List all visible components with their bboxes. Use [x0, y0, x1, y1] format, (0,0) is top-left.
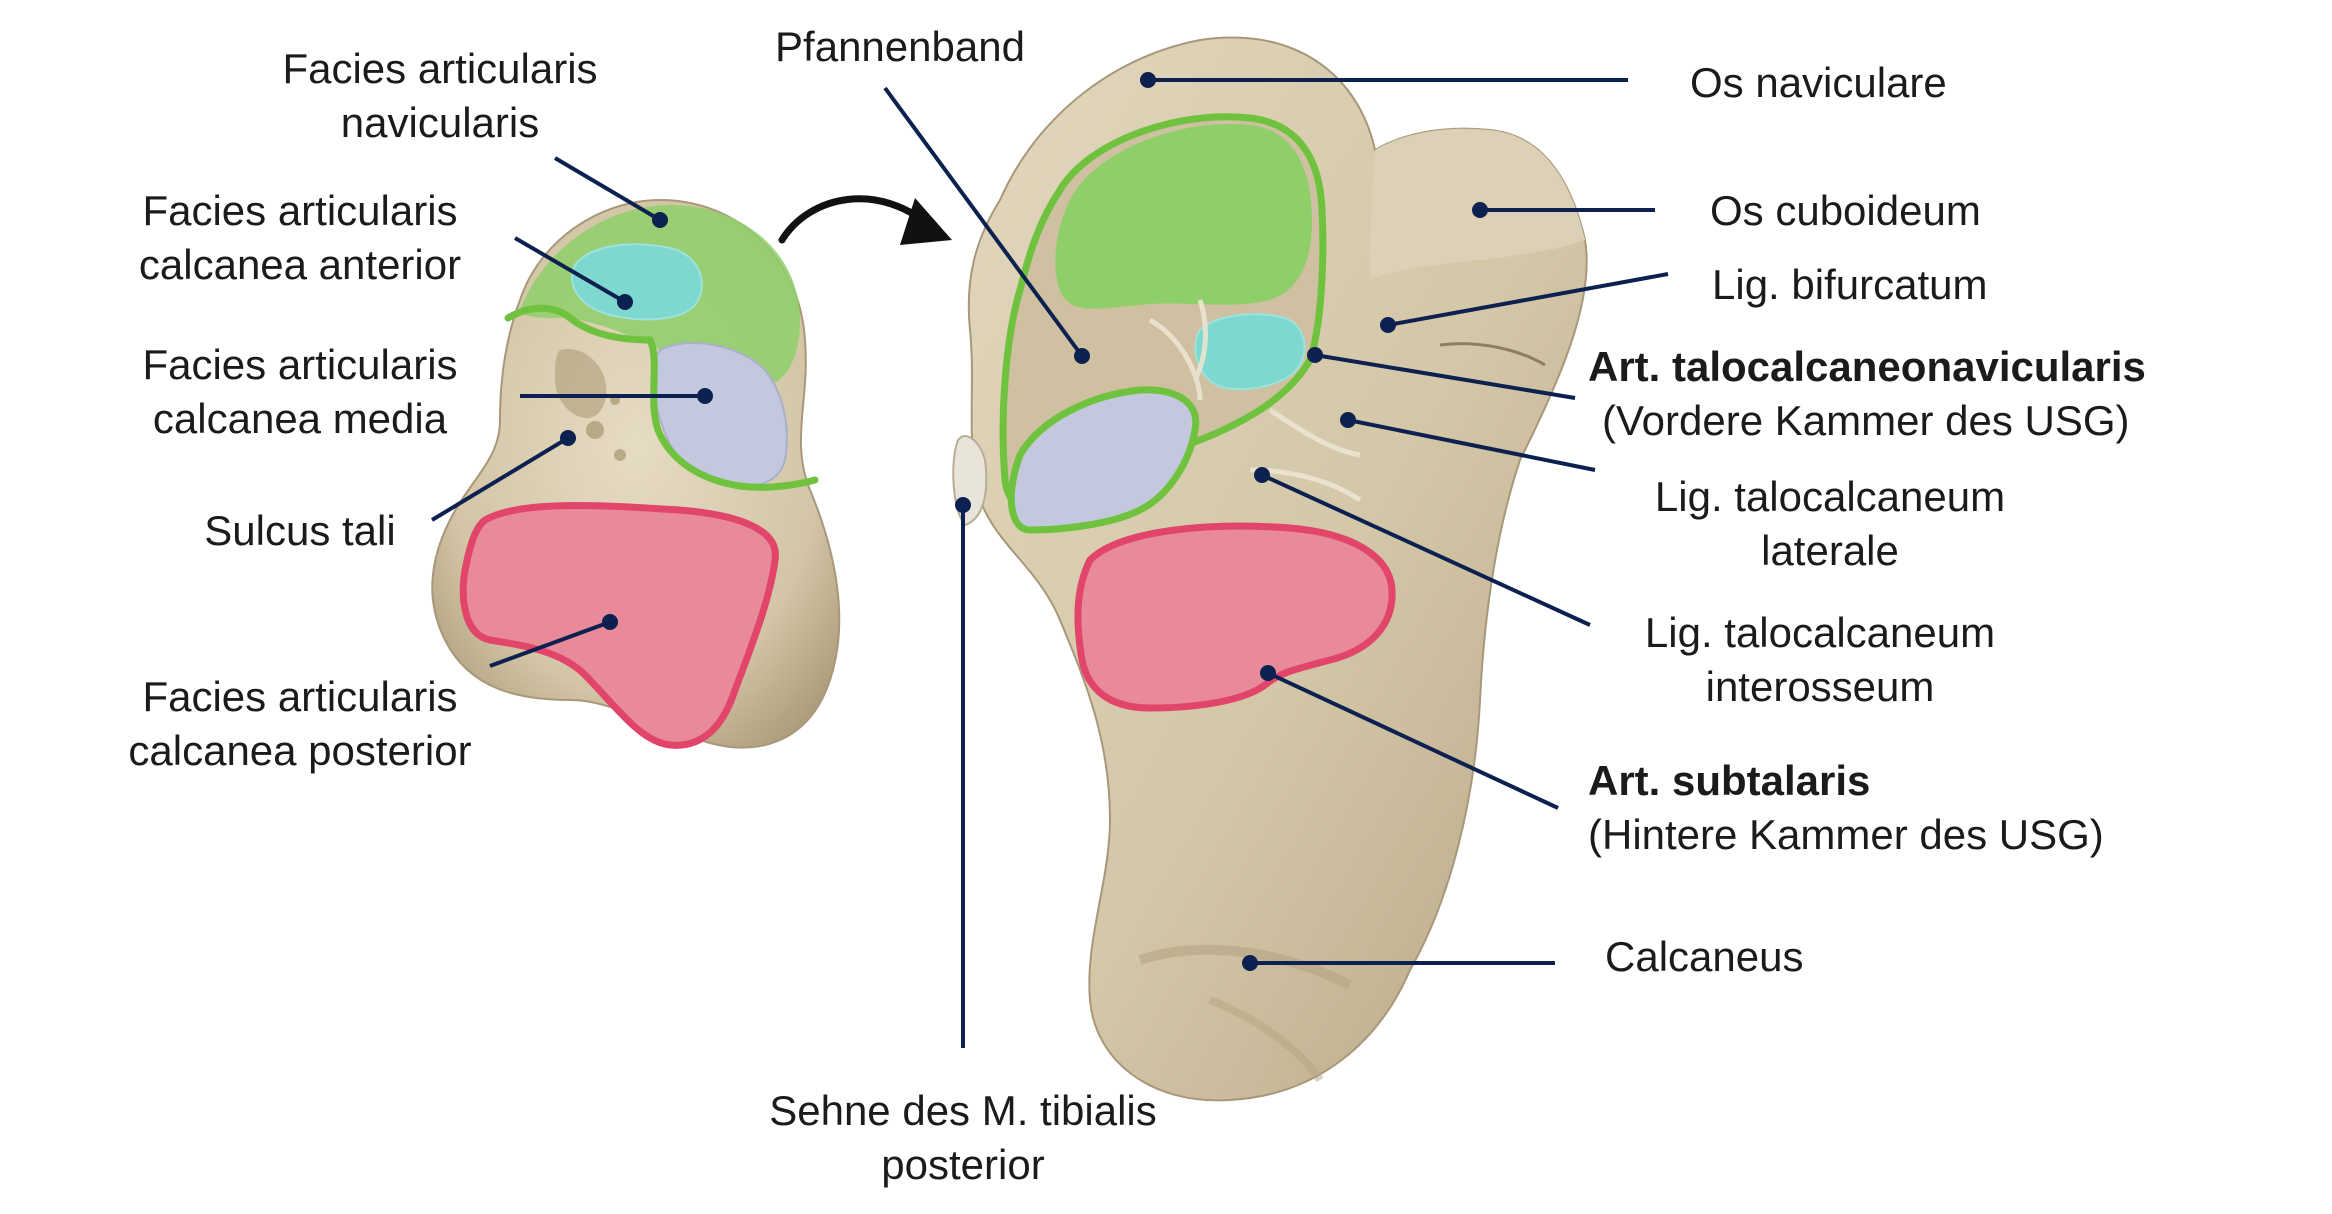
calcaneus-posterior-facet [1074, 522, 1396, 712]
label-vordere-kammer: (Vordere Kammer des USG) [1602, 397, 2130, 444]
rotation-arrow [778, 195, 952, 245]
label-art-talocalcaneonavicularis: Art. talocalcaneonavicularis [1588, 343, 2146, 390]
label-os-cuboideum: Os cuboideum [1710, 187, 1981, 234]
ligament-fibers [1148, 299, 1362, 503]
label-sulcus-tali: Sulcus tali [204, 507, 396, 554]
label-hintere-kammer: (Hintere Kammer des USG) [1588, 811, 2104, 858]
label-pfannenband: Pfannenband [775, 23, 1025, 70]
facies-media-surface [651, 342, 788, 488]
label-art-subtalaris: Art. subtalaris [1588, 757, 1871, 804]
calcaneus-green-facet [1055, 124, 1312, 309]
label-os-naviculare: Os naviculare [1690, 59, 1947, 106]
label-calcaneus: Calcaneus [1605, 933, 1804, 980]
facies-posterior-surface [459, 502, 779, 749]
label-lig-bifurcatum: Lig. bifurcatum [1712, 261, 1988, 308]
tibialis-tendon [952, 435, 988, 527]
talus-view [431, 198, 841, 749]
green-border-line [504, 304, 819, 491]
sulcus-tali-groove [555, 349, 607, 419]
calcaneus-teal-facet [1194, 313, 1306, 391]
facies-anterior-surface [570, 243, 703, 321]
leader-lines [430, 72, 1669, 1048]
calcaneus-view [952, 36, 1588, 1102]
calcaneus-lavender-facet [1007, 386, 1200, 534]
